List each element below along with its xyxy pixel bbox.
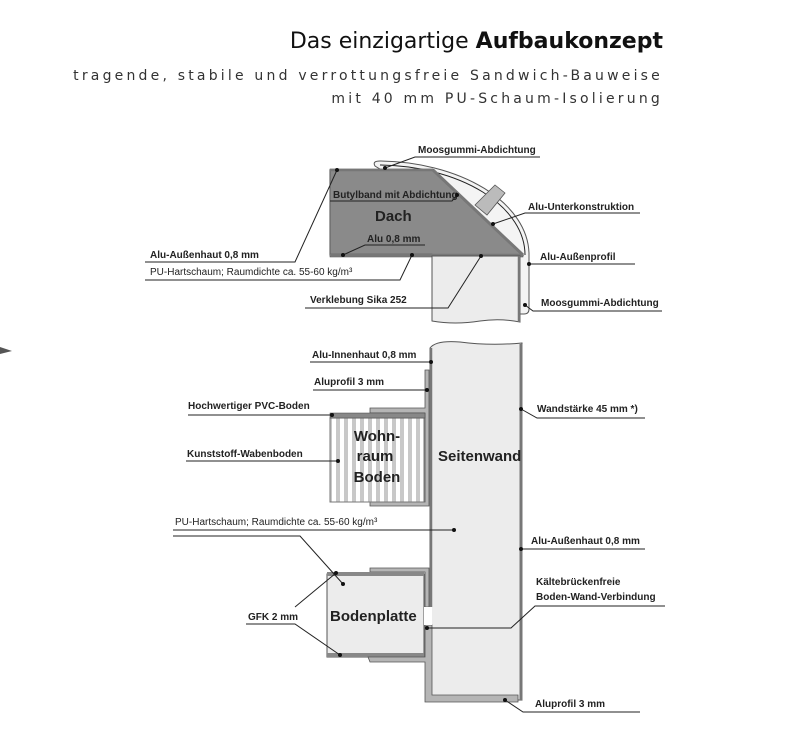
bodenplatte-panel (326, 573, 425, 658)
label-bodenplatte: Bodenplatte (330, 608, 417, 625)
callout-aluprofil-top: Aluprofil 3 mm (314, 377, 384, 388)
subtitle-line2: mit 40 mm PU-Schaum-Isolierung (331, 91, 663, 107)
label-wohnraum-2: raum (357, 448, 394, 465)
label-wohnraum-3: Boden (354, 469, 401, 486)
roof-section (329, 160, 530, 324)
alu-unterkonstruktion-shape (474, 184, 506, 216)
label-dach: Dach (375, 208, 412, 225)
side-wall-section (326, 341, 523, 703)
page-title: Das einzigartige Aufbaukonzept (290, 29, 664, 54)
arrow-icon (0, 347, 12, 354)
callout-kaeltebruecke-2: Boden-Wand-Verbindung (536, 592, 656, 603)
callout-wabenboden: Kunststoff-Wabenboden (187, 449, 303, 460)
callout-alu-aussenhaut-roof: Alu-Außenhaut 0,8 mm (150, 250, 259, 261)
aluprofil-upper (369, 369, 430, 507)
callout-moosgummi-side: Moosgummi-Abdichtung (541, 298, 659, 309)
callout-alu-innenhaut: Alu-Innenhaut 0,8 mm (312, 350, 417, 361)
pvc-boden-layer (329, 412, 426, 419)
callout-alu-08: Alu 0,8 mm (367, 234, 420, 245)
callout-wandstaerke: Wandstärke 45 mm *) (537, 404, 638, 415)
wohnraum-boden-panel (329, 417, 425, 503)
callout-alu-aussenprofil: Alu-Außenprofil (540, 252, 616, 263)
callout-verklebung: Verklebung Sika 252 (310, 295, 407, 306)
callout-kaeltebruecke-1: Kältebrückenfreie (536, 577, 621, 588)
callout-pu-roof: PU-Hartschaum; Raumdichte ca. 55-60 kg/m… (150, 267, 353, 278)
callout-pvc-boden: Hochwertiger PVC-Boden (188, 401, 310, 412)
aluprofil-lower (367, 624, 519, 703)
callout-pu-wall: PU-Hartschaum; Raumdichte ca. 55-60 kg/m… (175, 517, 378, 528)
label-wohnraum-1: Wohn- (354, 428, 400, 445)
callouts: Moosgummi-Abdichtung Butylband mit Abdic… (145, 145, 665, 713)
label-seitenwand: Seitenwand (438, 448, 521, 465)
callout-moosgummi-top: Moosgummi-Abdichtung (418, 145, 536, 156)
callout-butylband: Butylband mit Abdichtung (333, 190, 458, 201)
seitenwand-panel (429, 341, 523, 701)
callout-alu-unterkonstruktion: Alu-Unterkonstruktion (528, 202, 634, 213)
subtitle-line1: tragende, stabile und verrottungsfreie S… (73, 68, 663, 84)
callout-aluprofil-bottom: Aluprofil 3 mm (535, 699, 605, 710)
callout-alu-aussenhaut-wall: Alu-Außenhaut 0,8 mm (531, 536, 640, 547)
callout-gfk: GFK 2 mm (248, 612, 298, 623)
